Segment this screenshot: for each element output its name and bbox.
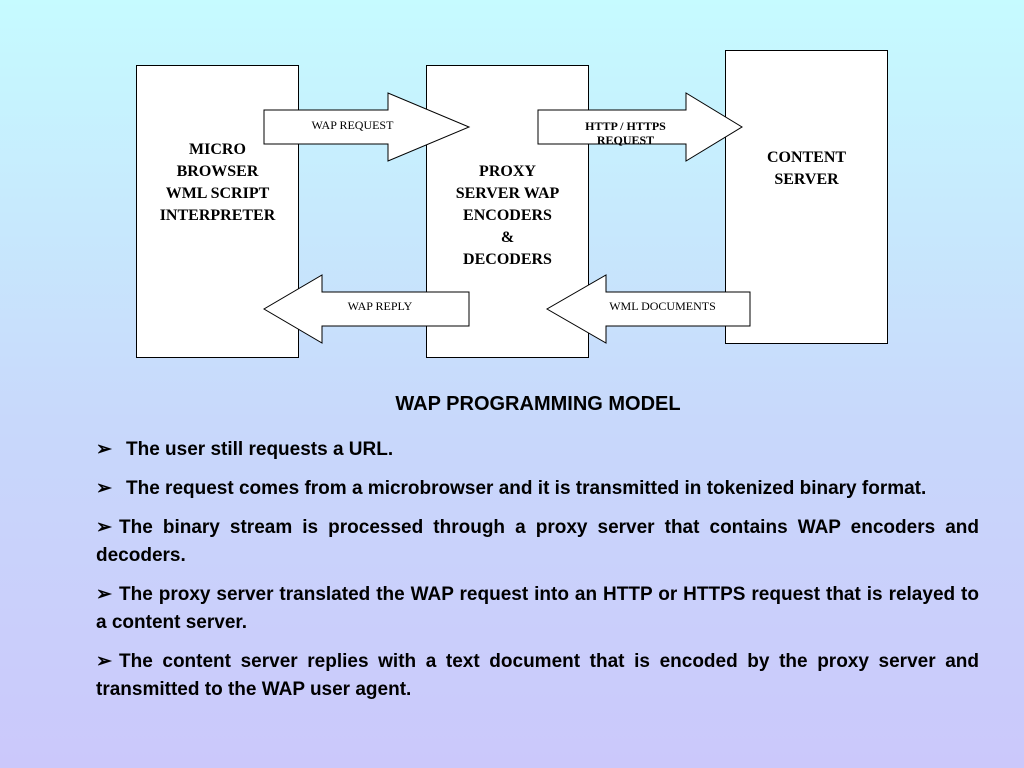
arrow-bullet-icon: ➢ — [96, 651, 112, 672]
bullet-text: The user still requests a URL. — [126, 439, 394, 460]
wap-reply-label: WAP REPLY — [347, 299, 413, 313]
http-request-arrow — [537, 92, 743, 162]
bullet-text: The binary stream is processed through a… — [96, 517, 979, 566]
bullet-text: The request comes from a microbrowser an… — [126, 478, 927, 499]
bullet-item: ➢ The request comes from a microbrowser a… — [96, 475, 979, 503]
bullet-text: The proxy server translated the WAP requ… — [96, 584, 979, 633]
proxy-server-label: PROXY SERVER WAP ENCODERS & DECODERS — [455, 163, 560, 268]
bullet-item: ➢The binary stream is processed through … — [96, 514, 979, 570]
bullet-item: ➢ The user still requests a URL. — [96, 436, 979, 464]
bullet-item: ➢The proxy server translated the WAP req… — [96, 581, 979, 637]
content-server-box: CONTENT SERVER — [725, 50, 888, 344]
wap-request-label: WAP REQUEST — [311, 118, 394, 132]
wml-documents-arrow — [545, 274, 751, 344]
arrow-bullet-icon: ➢ — [96, 478, 112, 499]
wap-reply-arrow — [263, 274, 470, 344]
arrow-bullet-icon: ➢ — [96, 584, 112, 605]
wml-documents-label: WML DOCUMENTS — [609, 299, 716, 313]
micro-browser-label: MICRO BROWSER WML SCRIPT INTERPRETER — [159, 141, 276, 224]
page-title: WAP PROGRAMMING MODEL — [395, 393, 681, 415]
flow-arrows — [263, 92, 751, 344]
http-request-label: HTTP / HTTPS REQUEST — [548, 119, 703, 147]
content-server-label: CONTENT SERVER — [766, 149, 847, 188]
bullet-text: The content server replies with a text d… — [96, 651, 979, 700]
arrow-bullet-icon: ➢ — [96, 517, 112, 538]
arrow-bullet-icon: ➢ — [96, 439, 112, 460]
bullet-list: ➢ The user still requests a URL. ➢ The req… — [96, 436, 979, 715]
wap-request-arrow — [263, 92, 471, 162]
bullet-item: ➢The content server replies with a text … — [96, 648, 979, 704]
http-request-label-text: HTTP / HTTPS REQUEST — [585, 119, 666, 147]
